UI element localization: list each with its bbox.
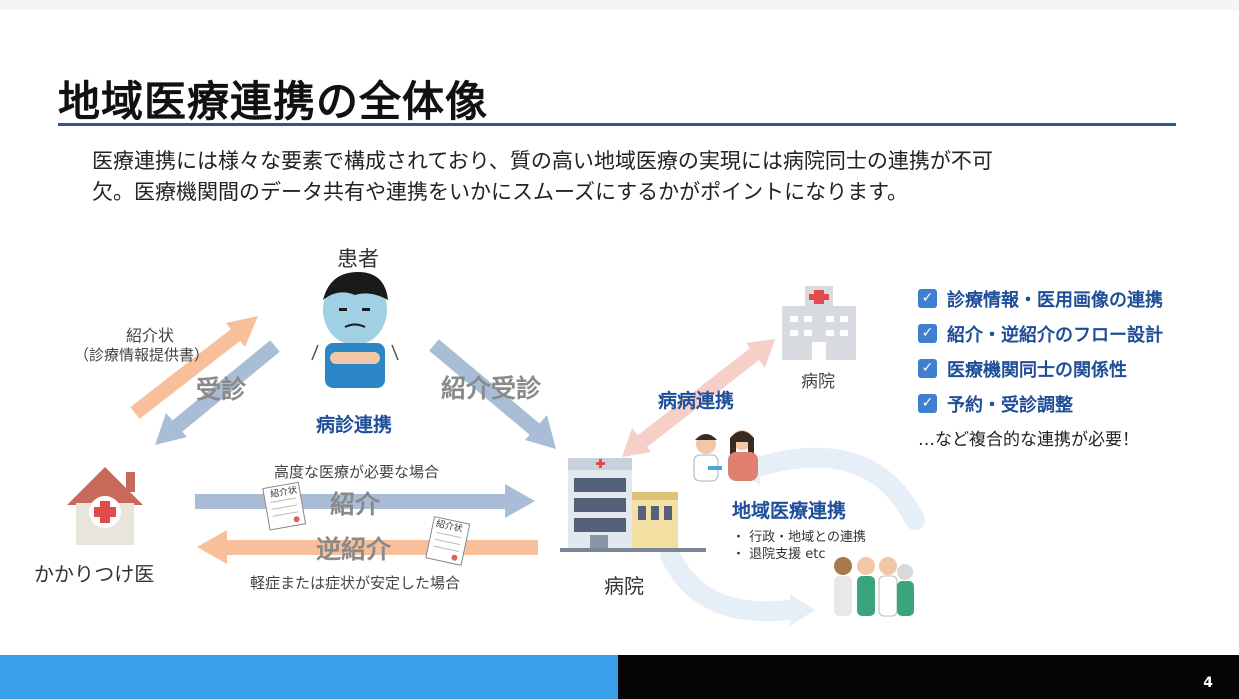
check-item-label: 紹介・逆紹介のフロー設計: [947, 324, 1163, 346]
patient-illustration: [311, 272, 399, 388]
check-item-2: ✓ 紹介・逆紹介のフロー設計: [918, 316, 1163, 351]
lead-line-1: 医療連携には様々な要素で構成されており、質の高い地域医療の実現には病院同士の連携…: [92, 149, 993, 173]
referral-letter-label: 紹介状: [126, 326, 175, 345]
lead-line-2: 欠。医療機関間のデータ共有や連携をいかにスムーズにするかがポイントになります。: [92, 180, 909, 204]
referral-letter-sub-label: （診療情報提供書）: [74, 346, 210, 364]
check-item-3: ✓ 医療機関同士の関係性: [918, 351, 1163, 386]
referral-document-1: [262, 481, 307, 531]
reverse-refer-label: 逆紹介: [316, 535, 392, 564]
title-underline: [58, 123, 1176, 126]
regional-loop-arc-top: [738, 447, 925, 530]
requirements-checklist: ✓ 診療情報・医用画像の連携 ✓ 紹介・逆紹介のフロー設計 ✓ 医療機関同士の関…: [918, 281, 1163, 450]
page-title: 地域医療連携の全体像: [58, 77, 489, 126]
arrow-patient-to-clinic: [155, 340, 280, 445]
lead-text: 医療連携には様々な要素で構成されており、質の高い地域医療の実現には病院同士の連携…: [92, 146, 1182, 208]
check-item-label: 診療情報・医用画像の連携: [947, 289, 1163, 311]
clinic-patient-link-label: 病診連携: [316, 414, 393, 436]
regional-item-2: ・ 退院支援 etc: [732, 547, 826, 562]
regional-loop-arc-bottom: [660, 545, 800, 622]
doctor-consultation-illustration: [693, 430, 758, 482]
check-item-4: ✓ 予約・受診調整: [918, 386, 1163, 421]
clinic-icon: [67, 467, 143, 545]
patient-label: 患者: [337, 247, 379, 271]
hospital-hospital-link-label: 病病連携: [658, 390, 735, 412]
page-number: 4: [1203, 675, 1213, 691]
checkbox-icon: ✓: [918, 394, 937, 413]
arrow-hospital-to-hospital: [622, 339, 775, 457]
regional-item-1: ・ 行政・地域との連携: [732, 530, 867, 545]
regional-loop-arrowhead: [790, 594, 815, 626]
top-hospital-label: 病院: [801, 372, 835, 392]
checkbox-icon: ✓: [918, 359, 937, 378]
check-item-label: 医療機関同士の関係性: [947, 359, 1127, 381]
check-item-label: 予約・受診調整: [947, 394, 1073, 416]
top-band: [0, 0, 1239, 10]
checkbox-icon: ✓: [918, 289, 937, 308]
regional-title-label: 地域医療連携: [732, 500, 847, 522]
check-item-1: ✓ 診療情報・医用画像の連携: [918, 281, 1163, 316]
reverse-condition-label: 軽症または症状が安定した場合: [250, 574, 461, 592]
main-hospital-icon: [560, 458, 706, 552]
referral-document-2: [425, 516, 471, 566]
visit-label: 受診: [196, 375, 247, 404]
checkbox-icon: ✓: [918, 324, 937, 343]
referral-visit-label: 紹介受診: [441, 374, 542, 403]
footer-black-band: [618, 655, 1239, 699]
clinic-label: かかりつけ医: [34, 562, 155, 586]
refer-condition-label: 高度な医療が必要な場合: [274, 463, 440, 481]
care-team-illustration: [834, 557, 914, 617]
top-hospital-icon: [782, 286, 856, 360]
arrow-patient-to-hospital: [429, 339, 556, 449]
footer-blue-band: [0, 655, 618, 699]
checklist-note: …など複合的な連携が必要！: [918, 430, 1139, 450]
arrow-clinic-to-patient: [130, 316, 258, 419]
main-hospital-label: 病院: [604, 574, 644, 598]
refer-label: 紹介: [330, 490, 381, 519]
